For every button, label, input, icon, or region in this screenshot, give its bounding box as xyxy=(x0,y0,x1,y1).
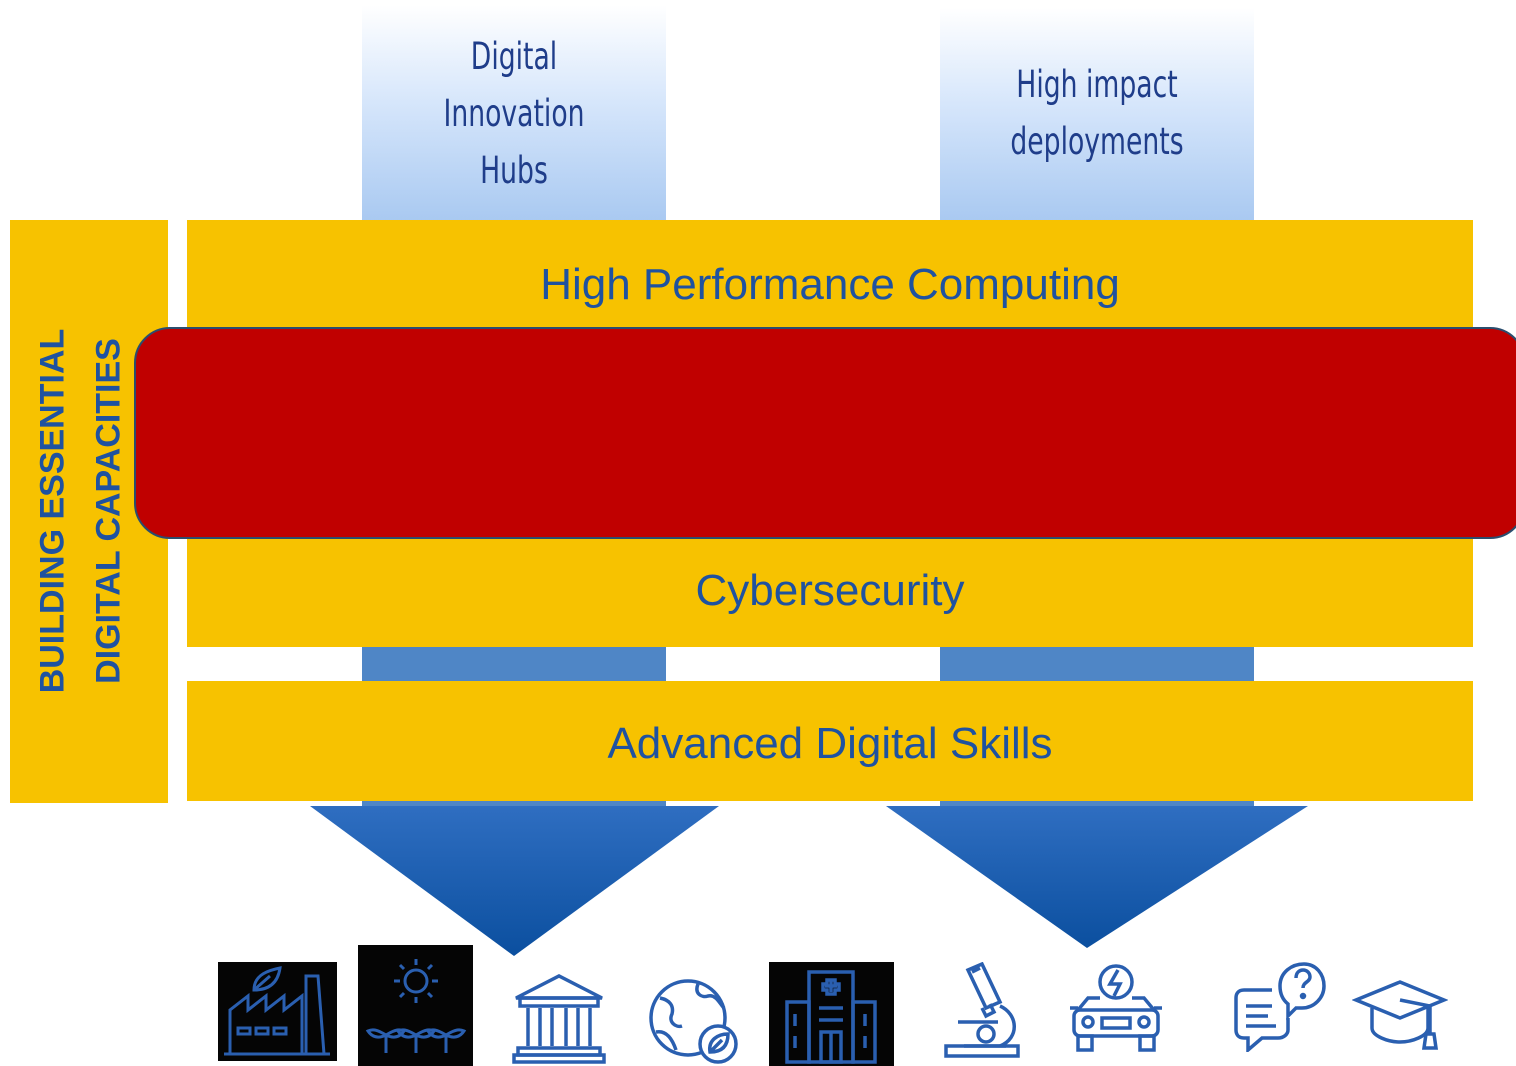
skills-label: Advanced Digital Skills xyxy=(607,719,1053,768)
red-highlight-bar xyxy=(134,327,1516,539)
graduation-cap-icon xyxy=(1352,980,1448,1050)
deployments-label-line1: High impact xyxy=(1016,63,1178,106)
hospital-icon xyxy=(769,962,894,1066)
hubs-column xyxy=(362,5,666,221)
deployments-down-arrow xyxy=(886,806,1308,948)
factory-icon xyxy=(218,962,337,1061)
hubs-down-arrow xyxy=(310,806,719,956)
hubs-connector-bottom xyxy=(362,800,666,806)
skills-band: Advanced Digital Skills xyxy=(187,681,1473,801)
hubs-connector xyxy=(362,646,666,682)
cybersecurity-label: Cybersecurity xyxy=(695,566,965,615)
hubs-label: Digital Innovation Hubs xyxy=(405,28,624,199)
electric-car-icon xyxy=(1070,964,1162,1052)
deployments-label-line2: deployments xyxy=(1010,120,1184,163)
deployments-connector-bottom xyxy=(940,800,1254,806)
deployments-connector xyxy=(940,646,1254,682)
deployments-label: High impact deployments xyxy=(984,56,1210,170)
deployments-column xyxy=(940,8,1254,221)
earth-leaf-icon xyxy=(649,979,738,1064)
question-chat-icon xyxy=(1234,962,1326,1052)
hubs-label-line1: Digital Innovation xyxy=(443,35,585,135)
hubs-label-line2: Hubs xyxy=(480,149,548,192)
sun-plants-icon xyxy=(358,945,473,1066)
microscope-icon xyxy=(944,962,1020,1058)
institution-icon xyxy=(512,974,606,1064)
hpc-label: High Performance Computing xyxy=(540,260,1120,309)
